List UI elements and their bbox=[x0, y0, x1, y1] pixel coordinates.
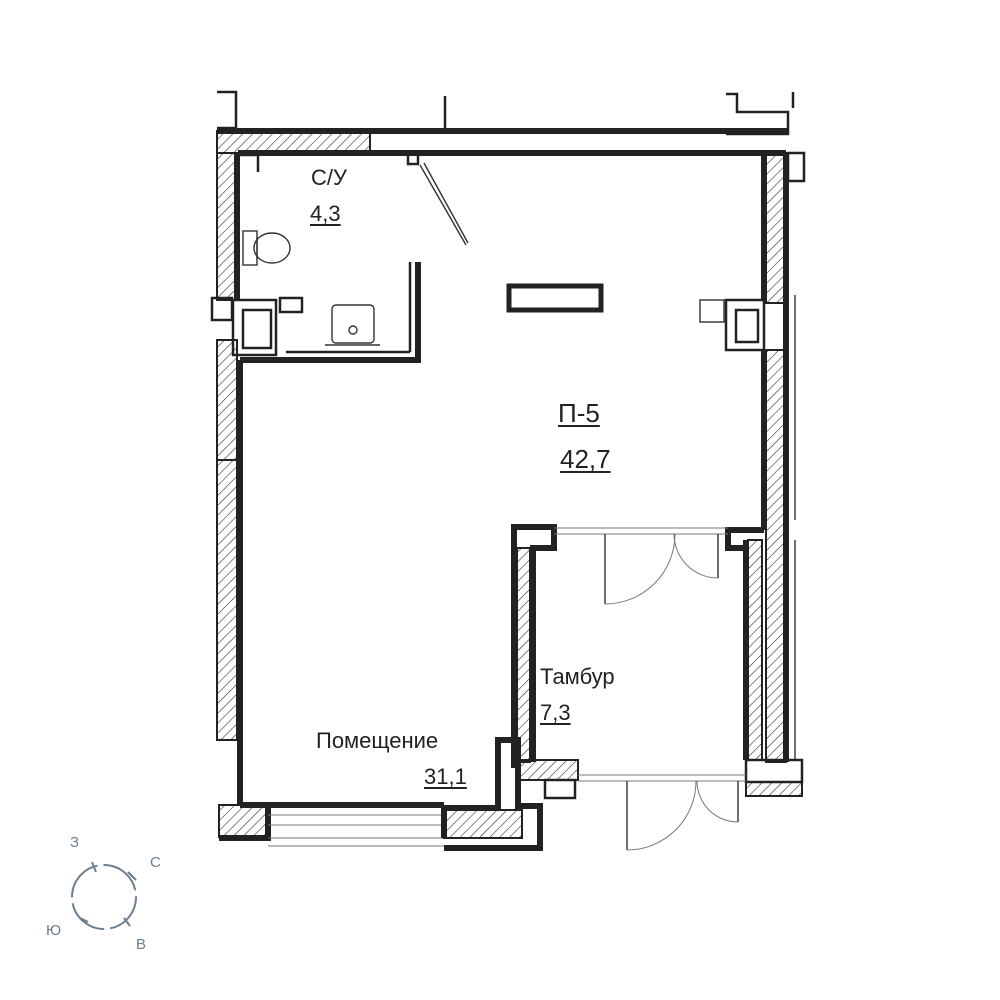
top-wall bbox=[216, 130, 786, 156]
unit-area: 42,7 bbox=[560, 444, 611, 474]
compass-east: В bbox=[136, 936, 147, 953]
premises-area: 31,1 bbox=[424, 764, 467, 789]
bathroom-partition bbox=[240, 152, 469, 363]
vestibule-area: 7,3 bbox=[540, 700, 571, 725]
compass-rose bbox=[71, 861, 137, 930]
right-wall bbox=[699, 151, 806, 797]
bottom-walls bbox=[218, 737, 746, 851]
vestibule-walls bbox=[511, 524, 764, 768]
unit-name: П-5 bbox=[558, 398, 600, 428]
bathroom-area: 4,3 bbox=[310, 201, 341, 226]
counter-fixture bbox=[506, 283, 604, 313]
compass-north: С bbox=[150, 854, 161, 871]
compass-west: З bbox=[70, 834, 80, 851]
toilet-fixture bbox=[242, 230, 291, 266]
vestibule-name: Тамбур bbox=[540, 664, 615, 689]
left-wall bbox=[210, 152, 304, 805]
premises-name: Помещение bbox=[316, 728, 439, 753]
sink-fixture bbox=[325, 304, 380, 346]
bathroom-name: С/У bbox=[311, 165, 347, 190]
compass-south: Ю bbox=[46, 922, 62, 939]
